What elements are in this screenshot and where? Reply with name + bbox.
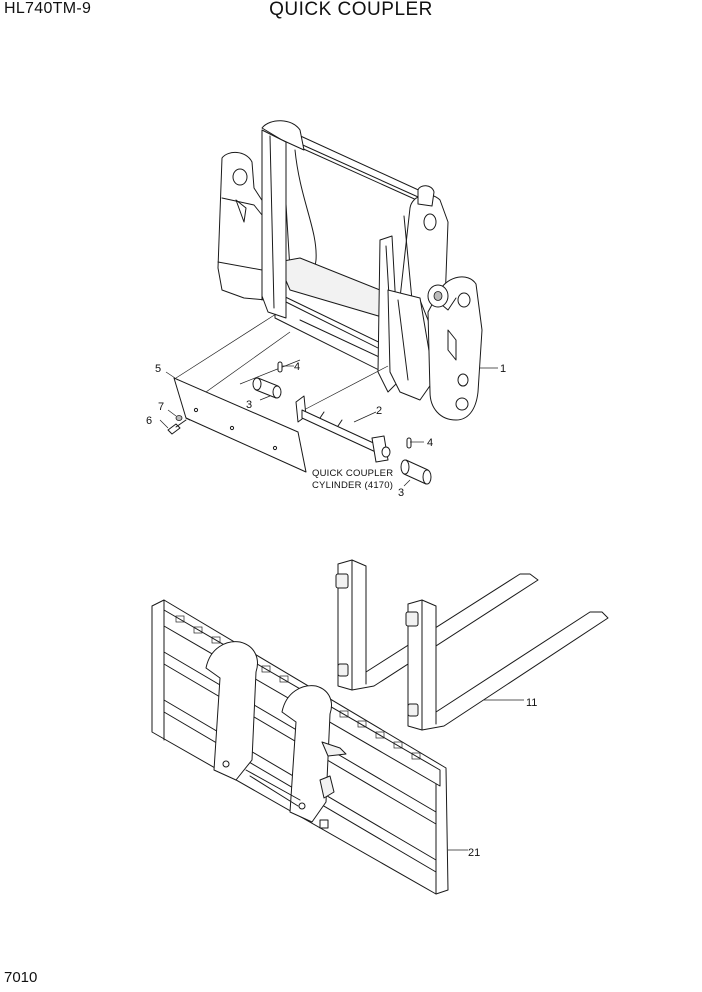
page-title: QUICK COUPLER — [269, 0, 433, 20]
callout-11: 11 — [526, 697, 537, 709]
quick-coupler-frame — [217, 120, 483, 421]
cylinder-part-2 — [295, 395, 391, 463]
model-code: HL740TM-9 — [4, 0, 92, 17]
callout-1: 1 — [500, 363, 506, 375]
roll-pin-part-4-lower — [406, 437, 412, 449]
callout-7: 7 — [158, 401, 164, 413]
callout-4-upper: 4 — [294, 361, 300, 373]
callout-3-lower: 3 — [398, 487, 404, 499]
callout-4-lower: 4 — [427, 437, 433, 449]
callout-21: 21 — [468, 847, 480, 859]
callout-2: 2 — [376, 405, 382, 417]
cover-plate-part-5 — [173, 377, 307, 473]
assembly-lines — [175, 313, 389, 413]
cylinder-note-line-1: QUICK COUPLER — [312, 468, 393, 479]
forks-part-11 — [335, 559, 609, 731]
fork-carriage-part-21 — [151, 599, 449, 895]
pin-part-3-upper — [252, 377, 282, 399]
callout-6: 6 — [146, 415, 152, 427]
callout-3-upper: 3 — [246, 399, 252, 411]
cylinder-note-line-2: CYLINDER (4170) — [312, 480, 393, 491]
washer-part-7 — [175, 415, 183, 421]
callout-5: 5 — [155, 363, 161, 375]
pin-part-3-lower — [400, 459, 432, 485]
leader-lines — [159, 365, 524, 851]
bolt-part-6 — [167, 419, 187, 435]
roll-pin-part-4-upper — [277, 361, 283, 373]
page-number: 7010 — [4, 969, 38, 986]
